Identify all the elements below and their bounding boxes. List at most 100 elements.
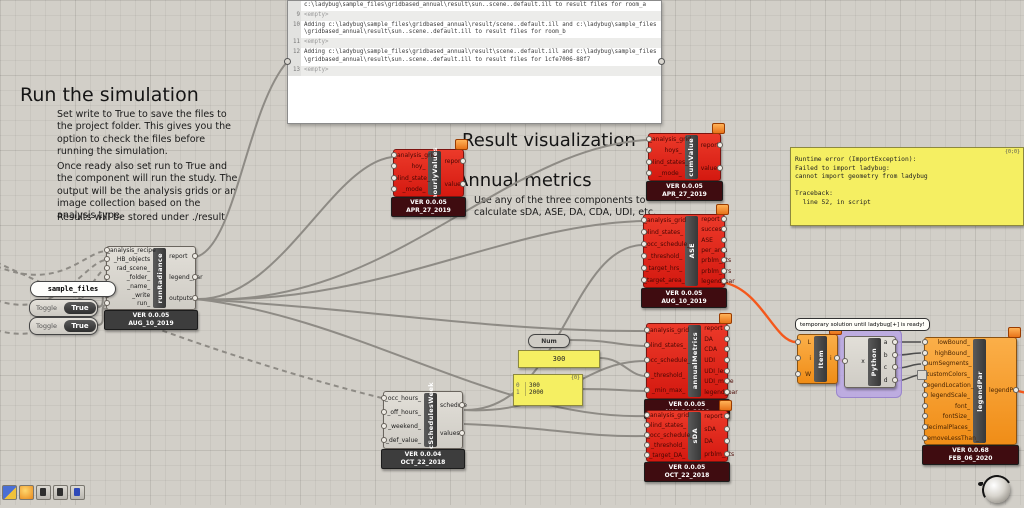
- port-out-prblm_pts[interactable]: prblm_pts: [701, 450, 734, 458]
- port-out-report[interactable]: report: [698, 216, 727, 223]
- port-in-font_[interactable]: font_: [922, 402, 973, 410]
- write-toggle[interactable]: Toggle True: [29, 299, 98, 317]
- port-out-report[interactable]: report: [441, 157, 466, 165]
- paint-palette-icon[interactable]: [19, 485, 34, 500]
- port-in-run_[interactable]: run_: [103, 300, 153, 307]
- console-input-port[interactable]: [284, 58, 291, 65]
- port-in-numSegments_[interactable]: numSegments_: [922, 360, 972, 368]
- port-out-legend_par[interactable]: legend_par: [701, 388, 738, 396]
- port-out-legendPar[interactable]: legendPar: [986, 387, 1019, 394]
- component-name-bar[interactable]: annualMetrics: [688, 325, 702, 397]
- console-output-panel[interactable]: c:\ladybug\sample_files\gridbased_annual…: [287, 0, 662, 124]
- error-panel[interactable]: {0;0} Runtime error (ImportException): F…: [790, 147, 1024, 226]
- toggle-value[interactable]: True: [64, 302, 96, 314]
- port-out-prblm_pts[interactable]: prblm_pts: [698, 257, 731, 264]
- port-out-i[interactable]: i: [827, 355, 840, 362]
- port-in-_threshold_[interactable]: _threshold_: [640, 253, 685, 260]
- port-out-values[interactable]: values: [698, 164, 724, 172]
- port-out-report[interactable]: report: [698, 141, 724, 149]
- port-out-report[interactable]: report: [701, 325, 730, 332]
- port-out-per_area[interactable]: per_area: [698, 246, 728, 254]
- port-in-rad_scene_[interactable]: rad_scene_: [103, 265, 153, 272]
- port-in-_analysis_grid[interactable]: _analysis_grid: [390, 151, 437, 159]
- port-out-DA[interactable]: DA: [701, 438, 730, 445]
- port-in-removeLessThan_[interactable]: removeLessThan_: [922, 434, 979, 442]
- component-name-bar[interactable]: sDA: [688, 412, 702, 460]
- port-in-_analysis_grid[interactable]: _analysis_grid: [643, 327, 690, 335]
- port-in-legendScale_[interactable]: legendScale_: [922, 392, 973, 399]
- port-out-legend_par[interactable]: legend_par: [166, 273, 203, 281]
- warning-balloon-icon[interactable]: [716, 204, 729, 215]
- canvas-sphere-widget[interactable]: [978, 477, 1010, 503]
- port-in-blind_states_[interactable]: blind_states_: [646, 158, 689, 166]
- component-name-bar[interactable]: hourlyValues: [428, 147, 442, 199]
- port-in-_mode_[interactable]: _mode_: [646, 170, 685, 177]
- component-name-bar[interactable]: Python: [867, 338, 881, 386]
- component-name-bar[interactable]: occSchedulesWeek: [424, 382, 437, 458]
- port-in-_mode_[interactable]: _mode_: [390, 186, 428, 193]
- port-in-_analysis_grid[interactable]: _analysis_grid: [643, 412, 690, 419]
- port-in-blind_state_[interactable]: blind_state_: [390, 174, 430, 182]
- component-occSchedulesWeek[interactable]: _occ_hours__off_hours__weekend__def_valu…: [381, 382, 467, 469]
- run-toggle[interactable]: Toggle True: [29, 317, 98, 335]
- component-sDA[interactable]: _analysis_grid blind_states_ _occ_schedule…: [643, 400, 734, 482]
- port-in-hoy_[interactable]: hoy_: [390, 163, 428, 170]
- port-in-_folder_[interactable]: _folder_: [103, 273, 153, 281]
- port-in-blind_states_[interactable]: blind_states_: [640, 229, 685, 236]
- port-out-b[interactable]: b: [881, 351, 899, 359]
- panel-toggle-icon[interactable]: [36, 485, 51, 500]
- grasshopper-plugin-icon[interactable]: [2, 485, 17, 500]
- port-in-_target_DA_[interactable]: _target_DA_: [643, 452, 688, 459]
- component-name-bar[interactable]: ASE: [685, 216, 699, 286]
- port-in-occ_schedule_[interactable]: occ_schedule_: [643, 356, 691, 364]
- port-in-hoys_[interactable]: hoys_: [646, 147, 685, 154]
- port-out-d[interactable]: d: [881, 376, 899, 384]
- port-out-DA[interactable]: DA: [701, 335, 730, 343]
- port-out-success[interactable]: success: [698, 226, 727, 233]
- port-out-ASE[interactable]: ASE: [698, 236, 727, 244]
- port-in-_occ_hours_[interactable]: _occ_hours_: [381, 395, 424, 402]
- port-in-i[interactable]: i: [795, 355, 814, 362]
- port-out-a[interactable]: a: [881, 339, 899, 346]
- sample-files-panel[interactable]: sample_files: [30, 281, 116, 297]
- port-in-_off_hours_[interactable]: _off_hours_: [381, 409, 424, 416]
- warning-balloon-icon[interactable]: [455, 139, 468, 150]
- lock-toggle-icon[interactable]: [70, 485, 85, 500]
- port-out-sDA[interactable]: sDA: [701, 425, 730, 433]
- port-in-legendLocation_[interactable]: legendLocation_: [922, 381, 974, 389]
- port-in-_def_value_[interactable]: _def_value_: [381, 437, 424, 444]
- port-in-fontSize_[interactable]: fontSize_: [922, 413, 973, 420]
- pin-toggle-icon[interactable]: [53, 485, 68, 500]
- port-out-prblm_hrs[interactable]: prblm_hrs: [698, 267, 731, 275]
- port-in-customColors_[interactable]: customColors_: [922, 371, 973, 378]
- port-in-_target_hrs_[interactable]: _target_hrs_: [640, 265, 685, 272]
- port-out-UDI_more[interactable]: UDI_more: [701, 378, 734, 385]
- port-out-values[interactable]: values: [437, 430, 465, 437]
- component-name-bar[interactable]: runRadiance: [153, 248, 167, 308]
- port-in-_min_max_[interactable]: _min_max_: [643, 386, 688, 394]
- port-out-values[interactable]: values: [441, 180, 466, 188]
- port-in-_threshold_[interactable]: _threshold_: [643, 442, 688, 449]
- port-in-_occ_schedule_[interactable]: _occ_schedule_: [643, 432, 694, 439]
- component-hourlyValues[interactable]: _analysis_grid hoy_ blind_state_ _mode_hour…: [390, 139, 468, 217]
- port-in-_threshold_[interactable]: _threshold_: [643, 371, 688, 379]
- component-name-bar[interactable]: legendPar: [973, 339, 986, 443]
- port-out-report[interactable]: report: [701, 413, 730, 420]
- customColors-grip-icon[interactable]: [917, 370, 927, 380]
- port-in-blind_states_[interactable]: blind_states_: [643, 422, 688, 429]
- port-in-_analysis_grid[interactable]: _analysis_grid: [640, 217, 687, 224]
- threshold-value-panel[interactable]: 300: [518, 350, 600, 368]
- port-in-highBound_[interactable]: highBound_: [922, 349, 973, 357]
- warning-balloon-icon[interactable]: [712, 123, 725, 134]
- port-in-lowBound_[interactable]: lowBound_: [922, 339, 973, 346]
- port-out-UDI_less[interactable]: UDI_less: [701, 367, 730, 375]
- port-out-CDA[interactable]: CDA: [701, 346, 730, 353]
